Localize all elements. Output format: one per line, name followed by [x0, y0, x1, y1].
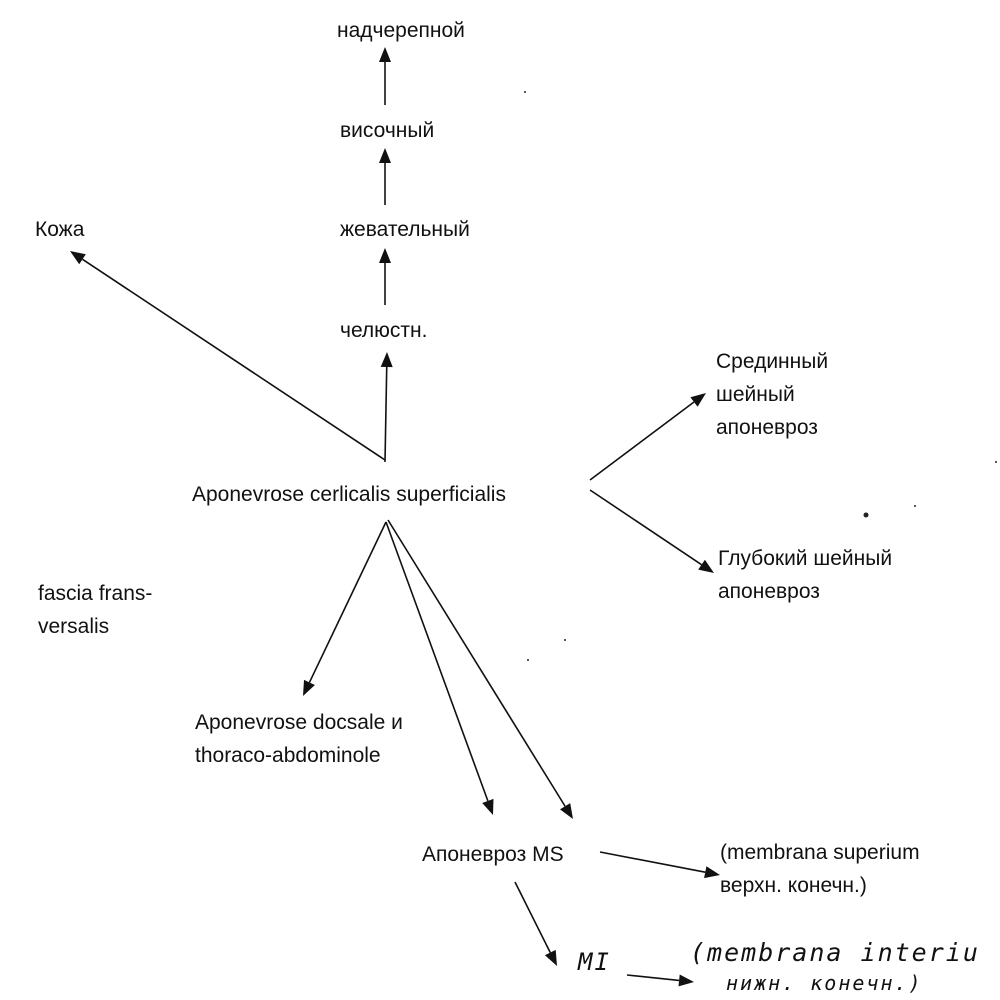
arrowhead-lower_limb [544, 949, 557, 966]
node-membrana-superior-line-1: (membrana superium [720, 841, 920, 864]
node-fascia-transversalis-line-1: fascia frans- [38, 582, 153, 605]
edge-lower_limb-to-membrana_inferior [626, 974, 680, 982]
speck-5 [564, 639, 566, 641]
edge-upper_limb-to-membrana_superior [599, 851, 706, 873]
speck-2 [524, 91, 526, 93]
arrowhead-dorsal_thoraco [303, 679, 315, 696]
arrowhead-membrana_inferior [678, 974, 694, 987]
edges-layer [70, 47, 720, 987]
edge-upper_limb-to-lower_limb [514, 881, 552, 953]
speck-4 [995, 461, 997, 463]
node-dorsal-thoraco-line-1: Aponevrose docsale и [195, 711, 403, 734]
node-membrana-superior-line-2: верхн. конечн.) [720, 874, 867, 897]
node-upper-limb: Апоневроз MS [422, 843, 564, 866]
node-masseter: жевательный [340, 218, 470, 241]
arrowhead-maxillary [380, 352, 393, 368]
node-membrana-superior: (membrana superium верхн. конечн.) [720, 836, 920, 902]
arrowhead-skull [379, 47, 391, 62]
node-middle-cervical-line-3: апоневроз [716, 416, 818, 439]
arrowhead-middle_cervical [690, 393, 706, 407]
edge-superficial_cervical-to-middle_cervical [589, 401, 695, 481]
speck-3 [914, 505, 916, 507]
scan-specks [524, 91, 997, 661]
node-middle-cervical: Срединный шейный апоневроз [716, 345, 828, 444]
edge-superficial_cervical-to-upper_limb [385, 521, 489, 802]
node-maxillary: челюстн. [340, 319, 428, 342]
node-superficial-cervical: Aponevrose cerlicalis superficialis [192, 483, 506, 506]
edge-superficial_cervical-to-skin [82, 258, 386, 461]
node-lower-limb: MI [578, 948, 611, 976]
node-deep-cervical-line-1: Глубокий шейный [718, 547, 893, 570]
node-skin: Кожа [35, 218, 85, 241]
edge-superficial_cervical-to-deep_cervical [589, 489, 702, 566]
node-membrana-inferior-line-1: (membrana interiu [690, 938, 980, 967]
arrowhead-membrana_superior [704, 866, 720, 879]
arrowhead-skin [70, 251, 86, 265]
node-dorsal-thoraco: Aponevrose docsale и thoraco-abdominole [195, 706, 403, 772]
speck-6 [527, 659, 529, 661]
node-fascia-transversalis-line-2: versalis [38, 615, 110, 638]
node-middle-cervical-line-1: Срединный [716, 350, 829, 373]
node-deep-cervical: Глубокий шейный апоневроз [718, 542, 892, 608]
speck-1 [863, 512, 869, 518]
arrowhead-upper_limb [482, 798, 494, 815]
node-fascia-transversalis: fascia frans- versalis [38, 577, 152, 643]
arrowhead-temporal [379, 148, 391, 163]
arrowhead-deep_cervical [698, 559, 714, 573]
edge-superficial_cervical-to-upper_limb [387, 519, 566, 807]
edge-superficial_cervical-to-maxillary [384, 366, 388, 463]
node-membrana-inferior-line-2: нижн. конечн.) [726, 971, 923, 995]
node-skull: надчерепной [337, 19, 465, 42]
node-dorsal-thoraco-line-2: thoraco-abdominole [195, 744, 381, 767]
arrowhead-upper_limb [560, 803, 573, 819]
node-temporal: височный [340, 119, 435, 142]
node-membrana-inferior: (membrana interiu нижн. конечн.) [690, 938, 980, 998]
edge-superficial_cervical-to-dorsal_thoraco [308, 521, 387, 683]
node-deep-cervical-line-2: апоневроз [718, 580, 820, 603]
node-middle-cervical-line-2: шейный [716, 383, 795, 406]
arrowhead-masseter [379, 248, 391, 263]
